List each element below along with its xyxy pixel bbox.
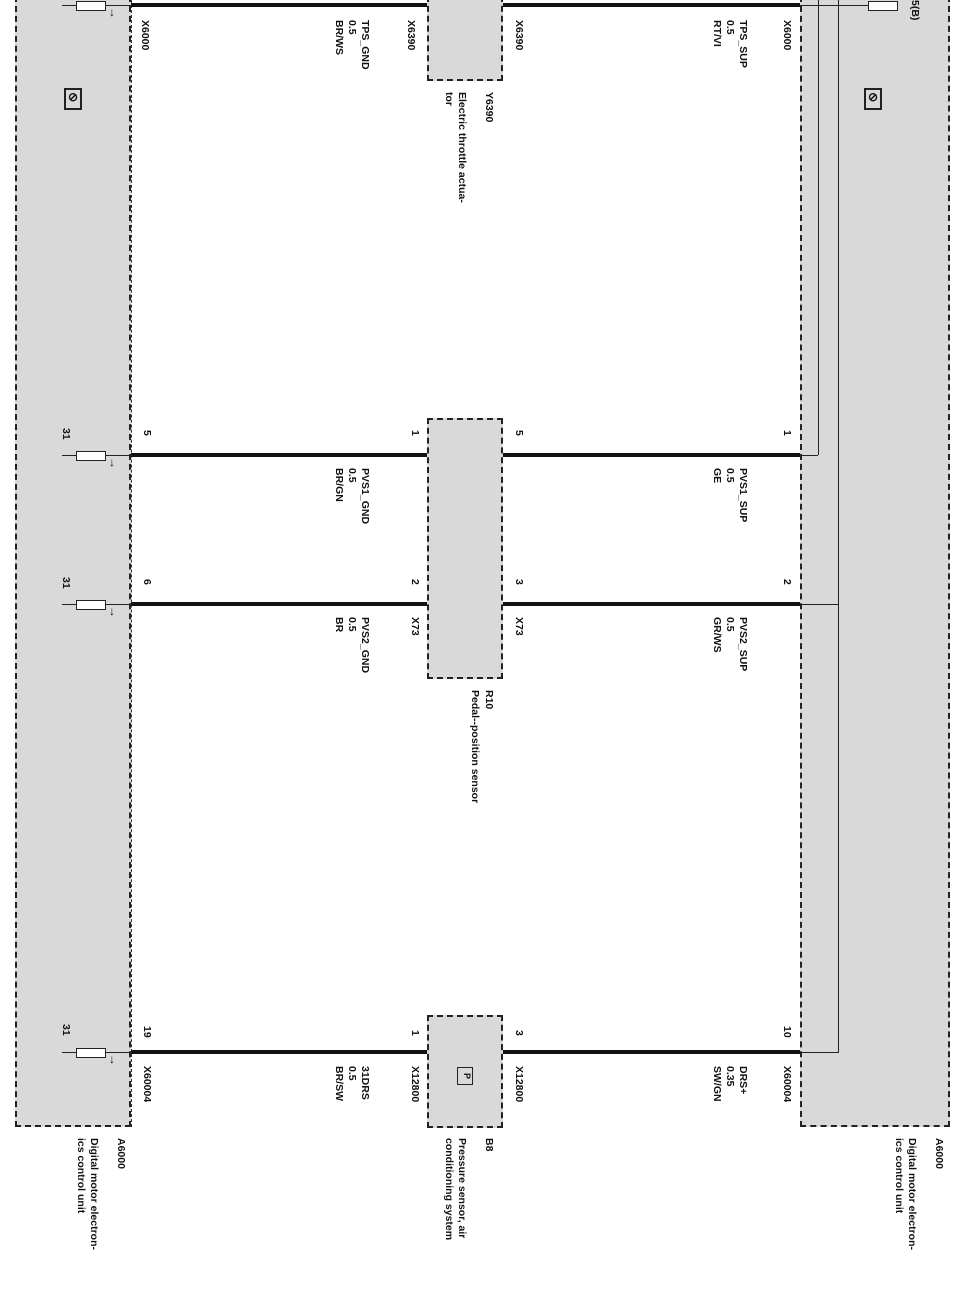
bus-tap xyxy=(800,604,838,605)
supply-bus-2 xyxy=(838,0,839,1053)
throttle-actuator-box xyxy=(427,0,503,81)
wire-drs-gnd xyxy=(131,1050,427,1054)
pin-label: 10 xyxy=(781,1026,793,1038)
ground-resistor-icon xyxy=(76,1,106,11)
wire-label: TPS_SUP 0.5 RT/VI xyxy=(711,20,749,68)
wire-label: 31DRS 0.5 BR/SW xyxy=(333,1066,371,1101)
connector-label: X60004 xyxy=(781,1066,793,1103)
connector-label: X6000 xyxy=(781,20,793,51)
ground-resistor-icon xyxy=(76,1048,106,1058)
connector-label: X73 xyxy=(513,617,525,636)
component-id: R10 xyxy=(483,690,495,710)
component-name: Electric throttle actua- tor xyxy=(443,92,468,203)
pin-label: 5 xyxy=(141,430,153,436)
wire-label: PVS2_SUP 0.5 GR/WS xyxy=(711,617,749,672)
connector-label: X73 xyxy=(409,617,421,636)
wire-tps-gnd xyxy=(131,3,427,7)
pin-label: 3 xyxy=(513,579,525,585)
component-name: Pedal--position sensor xyxy=(469,690,481,804)
right-control-unit-box xyxy=(800,0,950,1127)
connector-label: X6390 xyxy=(405,20,417,51)
wire-label: PVS2_GND 0.5 BR xyxy=(333,617,371,674)
component-name: Pressure sensor, air conditioning system xyxy=(443,1138,468,1241)
pin-label: 3 xyxy=(513,1030,525,1036)
pin-label: 1 xyxy=(409,1030,421,1036)
connector-label: X6000 xyxy=(139,20,151,51)
unit-id: A6000 xyxy=(933,1138,945,1169)
left-control-unit-box xyxy=(15,0,131,1127)
pin-label: 5 xyxy=(513,430,525,436)
unit-id: A6000 xyxy=(115,1138,127,1169)
pin-label: 19 xyxy=(141,1026,153,1038)
bus-tap xyxy=(800,455,818,456)
supply-bus-1 xyxy=(818,0,819,455)
pressure-sensor-box xyxy=(427,1015,503,1128)
left-unit-boundary xyxy=(131,0,132,1127)
wire-pvs1-sup xyxy=(503,453,800,457)
wire-drs-sup xyxy=(503,1050,800,1054)
fuse-ref-label: 5(B) xyxy=(909,0,921,21)
ground-resistor-icon xyxy=(76,600,106,610)
ground-label: 31 xyxy=(60,577,72,589)
pin-label: 1 xyxy=(781,430,793,436)
component-id: B8 xyxy=(483,1138,495,1152)
wire-tps-sup xyxy=(503,3,800,7)
wire-pvs1-gnd xyxy=(131,453,427,457)
connector-label: X12800 xyxy=(513,1066,525,1103)
wire-pvs2-sup xyxy=(503,602,800,606)
ground-label: 31 xyxy=(60,428,72,440)
ground-arrow-icon: ↓ xyxy=(109,455,115,469)
connector-label: X12800 xyxy=(409,1066,421,1103)
right-transistor-icon: ⊘ xyxy=(864,88,882,110)
left-transistor-icon: ⊘ xyxy=(64,88,82,110)
pin-label: 1 xyxy=(409,430,421,436)
unit-name: Digital motor electron- ics control unit xyxy=(893,1138,918,1251)
bus-tap xyxy=(800,1052,838,1053)
wire-label: DRS+ 0.35 SW/GN xyxy=(711,1066,749,1102)
ground-label: 31 xyxy=(60,1024,72,1036)
wire-label: PVS1_SUP 0.5 GE xyxy=(711,468,749,523)
pedal-sensor-box xyxy=(427,418,503,679)
pressure-sensor-icon: P xyxy=(457,1067,473,1085)
unit-name: Digital motor electron- ics control unit xyxy=(75,1138,100,1251)
connector-label: X6390 xyxy=(513,20,525,51)
pin-label: 2 xyxy=(781,579,793,585)
ground-arrow-icon: ↓ xyxy=(109,604,115,618)
connector-label: X60004 xyxy=(141,1066,153,1103)
bus-tap xyxy=(800,5,870,6)
pin-label: 6 xyxy=(141,579,153,585)
ground-arrow-icon: ↓ xyxy=(109,1052,115,1066)
pin-label: 2 xyxy=(409,579,421,585)
component-id: Y6390 xyxy=(483,92,495,123)
ground-arrow-icon: ↓ xyxy=(109,5,115,19)
wire-pvs2-gnd xyxy=(131,602,427,606)
wire-label: TPS_GND 0.5 BR/WS xyxy=(333,20,371,70)
resistor-icon xyxy=(868,1,898,11)
ground-resistor-icon xyxy=(76,451,106,461)
wire-label: PVS1_GND 0.5 BR/GN xyxy=(333,468,371,525)
